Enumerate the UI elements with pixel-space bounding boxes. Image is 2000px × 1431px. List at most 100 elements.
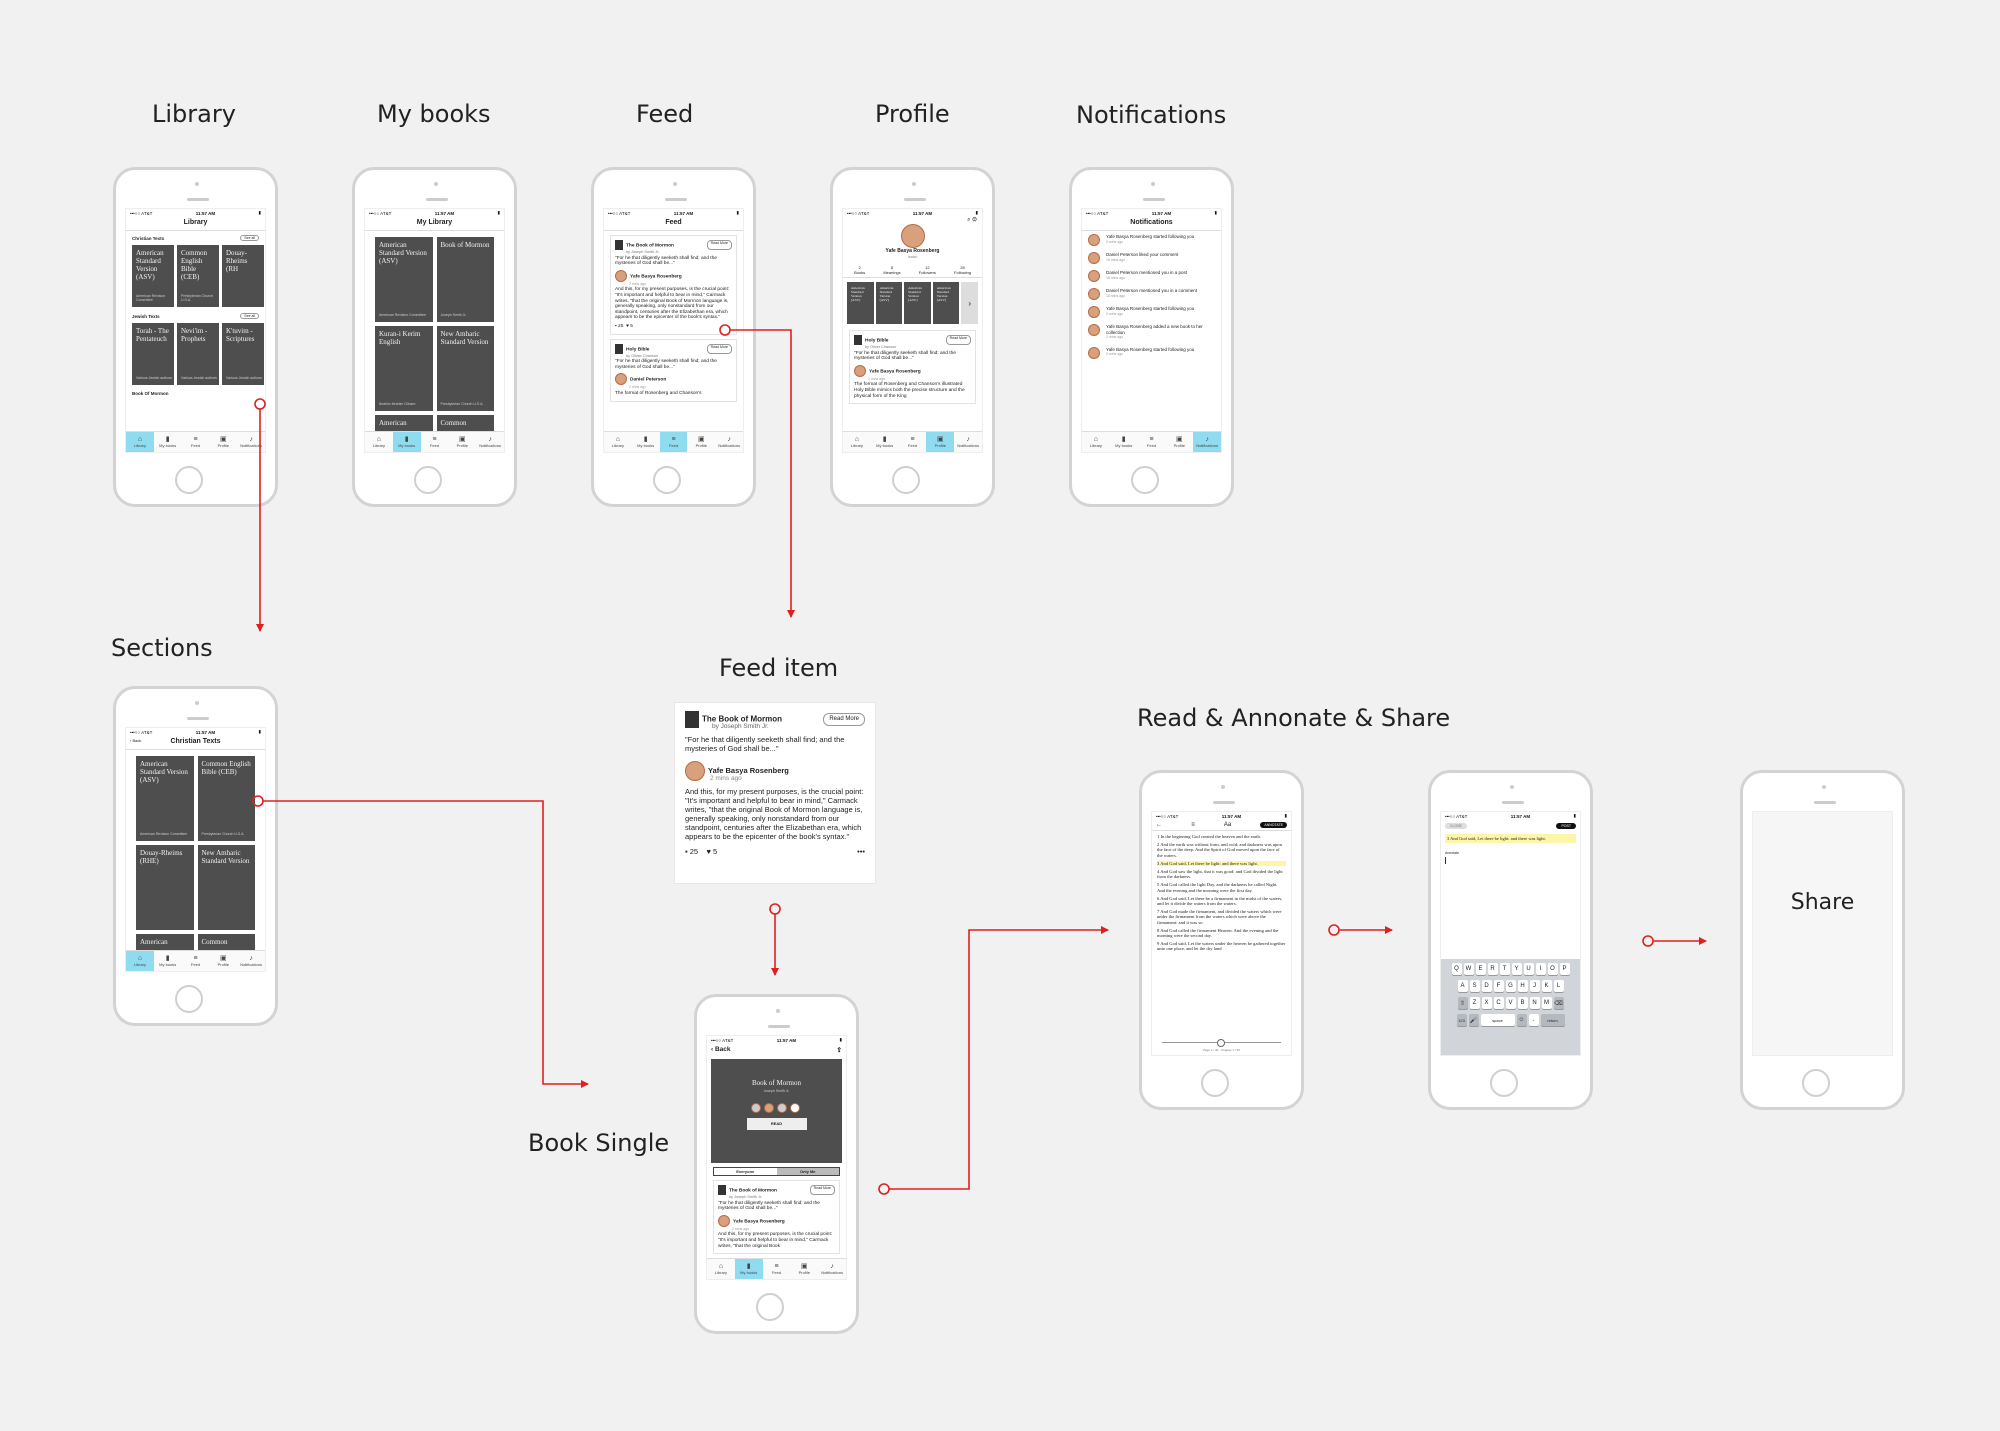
- verse[interactable]: 4 And God saw the light, that it was goo…: [1157, 869, 1283, 880]
- shift-key-icon[interactable]: ⇧: [1457, 997, 1468, 1009]
- tab-profile[interactable]: ▣Profile: [1165, 432, 1193, 452]
- seg-only-me[interactable]: Only Me: [776, 1168, 839, 1175]
- backspace-key-icon[interactable]: ⌫: [1553, 997, 1564, 1009]
- tab-profile[interactable]: ▣Profile: [926, 432, 955, 452]
- tab-profile[interactable]: ▣Profile: [209, 432, 237, 452]
- tab-my-books[interactable]: ▮My books: [734, 1259, 763, 1279]
- book-cover[interactable]: American Standard Version (ASV): [932, 282, 960, 324]
- home-button[interactable]: [175, 985, 203, 1013]
- tab-feed[interactable]: ≡Feed: [763, 1259, 791, 1279]
- key[interactable]: L: [1553, 980, 1564, 992]
- tab-profile[interactable]: ▣Profile: [448, 432, 476, 452]
- page-slider[interactable]: [1162, 1039, 1281, 1047]
- key[interactable]: U: [1523, 963, 1534, 975]
- feed-item-card[interactable]: The Book of Mormon Read More by Joseph S…: [674, 702, 876, 884]
- more-icon[interactable]: •••: [857, 847, 865, 856]
- tab-notifications[interactable]: ♪Notifications: [237, 432, 265, 452]
- key[interactable]: F: [1493, 980, 1504, 992]
- slider-thumb[interactable]: [1217, 1039, 1225, 1047]
- key[interactable]: Q: [1451, 963, 1462, 975]
- home-button[interactable]: [653, 466, 681, 494]
- key[interactable]: B: [1517, 997, 1528, 1009]
- home-button[interactable]: [892, 466, 920, 494]
- verse[interactable]: 6 And God said, Let there be a firmament…: [1157, 895, 1283, 907]
- read-more-button[interactable]: Read More: [809, 1185, 835, 1195]
- space-key[interactable]: space: [1480, 1014, 1515, 1026]
- key[interactable]: G: [1505, 980, 1516, 992]
- home-button[interactable]: [756, 1293, 784, 1321]
- notification-item[interactable]: Yafe Basya Rosenberg added a new book to…: [1082, 321, 1221, 344]
- tab-profile[interactable]: ▣Profile: [209, 951, 237, 971]
- key[interactable]: Z: [1469, 997, 1480, 1009]
- gear-icon[interactable]: ⚙: [972, 217, 977, 223]
- tab-library[interactable]: ⌂Library: [365, 432, 393, 452]
- book-cover[interactable]: American Standard Version (ASV)American …: [375, 237, 433, 322]
- home-button[interactable]: [414, 466, 442, 494]
- back-arrow-icon[interactable]: ←: [1156, 822, 1162, 828]
- key[interactable]: I: [1535, 963, 1546, 975]
- tab-library[interactable]: ⌂Library: [843, 432, 871, 452]
- see-all-button[interactable]: See all: [240, 235, 259, 241]
- key[interactable]: K: [1541, 980, 1552, 992]
- book-cover[interactable]: American Standard Version (ASV)American …: [136, 756, 194, 841]
- tab-library[interactable]: ⌂Library: [126, 951, 154, 971]
- read-more-button[interactable]: Read More: [706, 343, 732, 354]
- key[interactable]: O: [1547, 963, 1558, 975]
- tab-library[interactable]: ⌂Library: [604, 432, 632, 452]
- tab-library[interactable]: ⌂Library: [707, 1259, 735, 1279]
- book-cover[interactable]: American Standard Version (ASV): [904, 282, 931, 324]
- tab-my-books[interactable]: ▮My books: [871, 432, 899, 452]
- tab-notifications[interactable]: ♪Notifications: [954, 432, 982, 452]
- heart-icon[interactable]: ♥: [706, 847, 713, 856]
- tab-feed[interactable]: ≡Feed: [421, 432, 449, 452]
- home-button[interactable]: [1201, 1069, 1229, 1097]
- notification-item[interactable]: Yafe Basya Rosenberg started following y…: [1082, 303, 1221, 321]
- key[interactable]: C: [1493, 997, 1504, 1009]
- tab-feed[interactable]: ≡Feed: [659, 432, 688, 452]
- verse[interactable]: 2 And the earth was without form, and vo…: [1157, 842, 1282, 858]
- emoji-key-icon[interactable]: ☺: [1516, 1014, 1527, 1026]
- key[interactable]: S: [1469, 980, 1480, 992]
- book-cover[interactable]: Common English Bible (CEB)Presbyterian C…: [197, 756, 255, 841]
- tab-notifications[interactable]: ♪Notifications: [1193, 432, 1221, 452]
- key[interactable]: W: [1463, 963, 1474, 975]
- close-button[interactable]: CLOSE: [1445, 823, 1467, 829]
- verse[interactable]: 5 And God called the light Day, and the …: [1157, 882, 1278, 893]
- mic-key-icon[interactable]: 🎤: [1468, 1014, 1479, 1026]
- share-icon[interactable]: ⇪: [836, 1047, 842, 1054]
- verse[interactable]: 9 And God said, Let the waters under the…: [1157, 941, 1286, 952]
- key[interactable]: T: [1499, 963, 1510, 975]
- key[interactable]: N: [1529, 997, 1540, 1009]
- tab-feed[interactable]: ≡Feed: [899, 432, 927, 452]
- notification-item[interactable]: Daniel Peterson mentioned you in a comme…: [1082, 285, 1221, 303]
- verse-highlighted[interactable]: 3 And God said, Let there be light: and …: [1157, 860, 1286, 867]
- book-cover[interactable]: American Standard Version (ASV)American …: [132, 245, 174, 307]
- tab-profile[interactable]: ▣Profile: [687, 432, 715, 452]
- book-cover[interactable]: American Standard Version (ASV): [847, 282, 874, 324]
- post-button[interactable]: POST: [1556, 823, 1576, 829]
- annotate-button[interactable]: ANNOTATE: [1260, 822, 1287, 828]
- book-cover[interactable]: American Standard Version (ASV): [875, 282, 903, 324]
- tab-library[interactable]: ⌂Library: [1082, 432, 1110, 452]
- notification-item[interactable]: Yafe Basya Rosenberg started following y…: [1082, 344, 1221, 362]
- comment-icon[interactable]: ▪: [685, 847, 690, 856]
- search-icon[interactable]: ⌕: [967, 217, 971, 223]
- text-cursor[interactable]: [1445, 857, 1446, 864]
- tab-notifications[interactable]: ♪Notifications: [237, 951, 265, 971]
- key[interactable]: E: [1475, 963, 1486, 975]
- tab-my-books[interactable]: ▮My books: [632, 432, 660, 452]
- tab-my-books[interactable]: ▮My books: [154, 951, 182, 971]
- tab-notifications[interactable]: ♪Notifications: [476, 432, 504, 452]
